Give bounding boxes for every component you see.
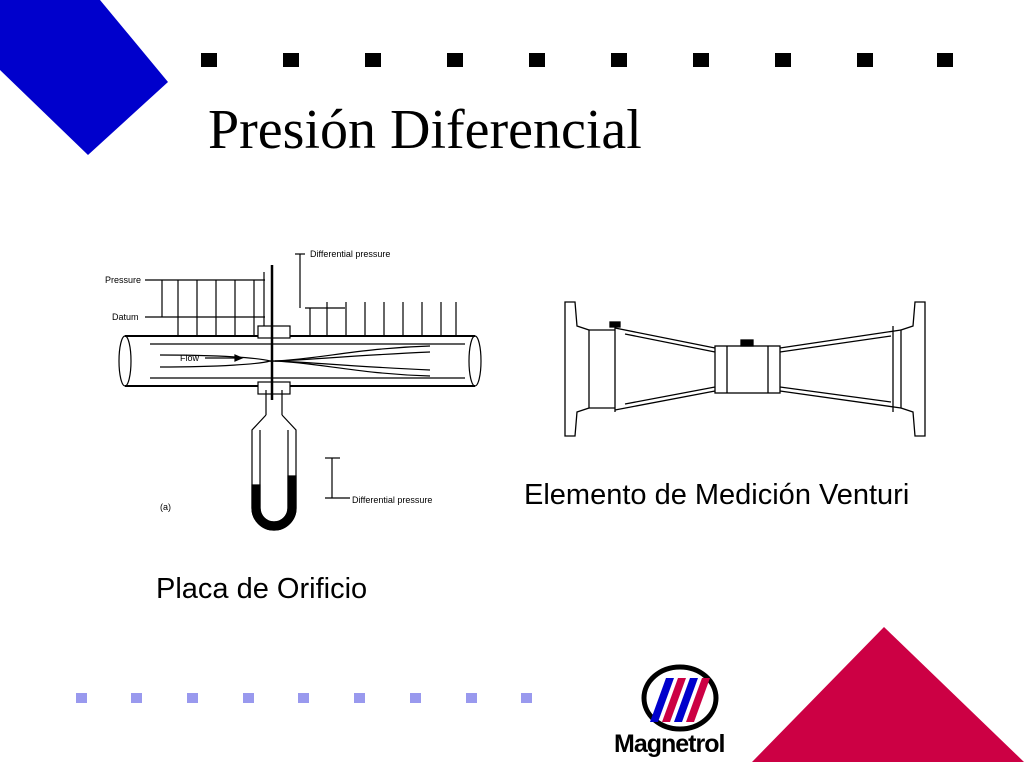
magnetrol-logo-icon (641, 664, 719, 732)
venturi-lines (564, 301, 926, 437)
differential-pressure-top-label: Differential pressure (310, 249, 390, 259)
magnetrol-wordmark: Magnetrol (614, 730, 725, 758)
differential-pressure-bottom-label: Differential pressure (352, 495, 432, 505)
bottom-dot-row (76, 693, 532, 703)
pressure-label: Pressure (105, 275, 141, 285)
part-label: (a) (160, 502, 171, 512)
top-dot-row (201, 53, 953, 67)
flow-label: Flow (180, 353, 200, 363)
orifice-plate-diagram: Pressure Datum Differential pressure Dif… (105, 249, 482, 531)
diagram-lines (118, 253, 482, 531)
venturi-diagram (564, 301, 926, 437)
datum-label: Datum (112, 312, 139, 322)
blue-corner-diamond (0, 0, 168, 155)
venturi-caption: Elemento de Medición Venturi (524, 479, 910, 511)
slide-title: Presión Diferencial (208, 99, 642, 161)
crimson-corner-triangle (752, 627, 1024, 762)
orifice-plate-caption: Placa de Orificio (156, 573, 368, 605)
